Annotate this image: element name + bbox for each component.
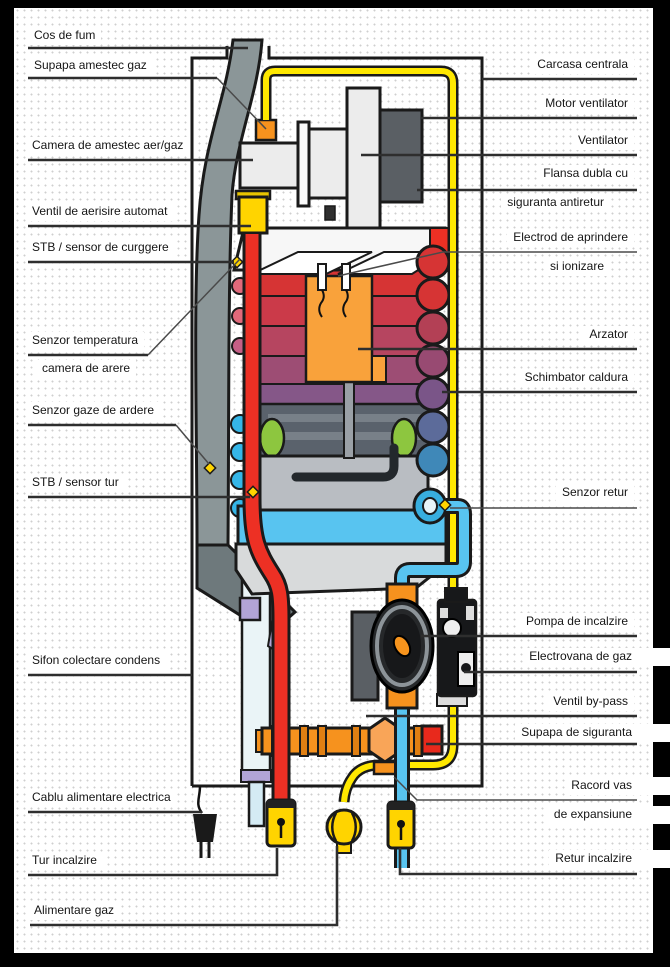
leader-racord-vas (393, 776, 637, 801)
return-isolation-valve (386, 800, 416, 850)
lower-chamber (256, 454, 430, 512)
label-racord-vas: Racord vas (565, 777, 670, 795)
label-ventil-bypass: Ventil by-pass (547, 693, 634, 711)
label-flansa-dubla: Flansa dubla cu (537, 165, 634, 183)
leader-supapa-amestec-diag (216, 77, 267, 130)
fan-assembly (238, 86, 424, 230)
label-senzor-temperatura: Senzor temperatura (26, 332, 145, 350)
label-si-ionizare: si ionizare (543, 258, 610, 276)
top-sensor-stub (324, 205, 336, 221)
leader-senzor-temperatura-diag (147, 258, 241, 356)
label-electrod: Electrod de aprindere (507, 229, 634, 247)
label-alimentare-gaz: Alimentare gaz (28, 902, 121, 920)
mix-chamber (238, 141, 300, 190)
label-schimbator: Schimbator caldura (518, 369, 634, 387)
leader-retur-incalzire (398, 848, 637, 876)
label-cos-de-fum: Cos de fum (28, 27, 102, 45)
label-stb-tur: STB / sensor tur (26, 474, 125, 492)
leader-alimentare-gaz (30, 846, 339, 927)
gas-pipe-upper (260, 65, 459, 598)
flow-isolation-valve (265, 798, 297, 848)
leader-senzor-gaze-diag (175, 424, 210, 465)
label-stb-curggere: STB / sensor de curggere (26, 239, 175, 257)
trap-pipe (291, 443, 399, 482)
fan-duct-column (345, 86, 382, 230)
leader-electrod (337, 251, 637, 277)
label-tur-incalzire: Tur incalzire (26, 852, 103, 870)
label-supapa-siguranta: Supapa de siguranta (515, 724, 670, 742)
fan-body (307, 127, 350, 200)
ignition-electrodes (317, 263, 351, 318)
burner (304, 263, 387, 384)
label-pompa: Pompa de incalzire (519, 613, 634, 631)
power-cable-plug (193, 785, 217, 858)
safety-valve-cap (420, 724, 444, 756)
gas-ball-valve (325, 808, 363, 854)
label-retur-incalzire: Retur incalzire (549, 850, 670, 868)
water-jacket (236, 504, 448, 546)
leader-lines (28, 46, 637, 927)
label-supapa-amestec: Supapa amestec gaz (28, 57, 153, 75)
circulation-pump (350, 582, 435, 710)
label-carcasa: Carcasa centrala (531, 56, 634, 74)
label-ventil-aerisire: Ventil de aerisire automat (26, 203, 174, 221)
label-sifon: Sifon colectare condens (26, 652, 167, 670)
flange-plate (296, 120, 311, 208)
label-cablu: Cablu alimentare electrica (26, 789, 177, 807)
label-camera-de-arere: camera de arere (36, 360, 137, 378)
flow-pipe (242, 234, 291, 846)
label-senzor-retur: Senzor retur (555, 484, 634, 502)
knob-left (258, 417, 286, 459)
condensate-trap-fitting (238, 596, 262, 622)
label-senzor-gaze: Senzor gaze de ardere (26, 402, 161, 420)
label-electrovana: Electrovana de gaz (523, 648, 670, 666)
gas-control-valve (436, 587, 478, 707)
boiler-casing (190, 46, 484, 788)
label-siguranta-antiretur: siguranta antiretur (501, 194, 610, 212)
label-arzator: Arzator (583, 326, 634, 344)
burner-stem (343, 381, 355, 459)
label-ventilator: Ventilator (571, 132, 634, 150)
gas-pipe-lower (338, 698, 459, 803)
label-de-expansiune: de expansiune (547, 806, 670, 824)
lid-panel-1 (251, 251, 373, 275)
coil-right-circles (415, 244, 451, 478)
label-camera-amestec: Camera de amestec aer/gaz (26, 137, 190, 155)
gas-mix-valve-fitting (254, 118, 278, 142)
leader-tur-incalzire (28, 848, 279, 877)
label-motor-ventilator: Motor ventilator (539, 95, 634, 113)
